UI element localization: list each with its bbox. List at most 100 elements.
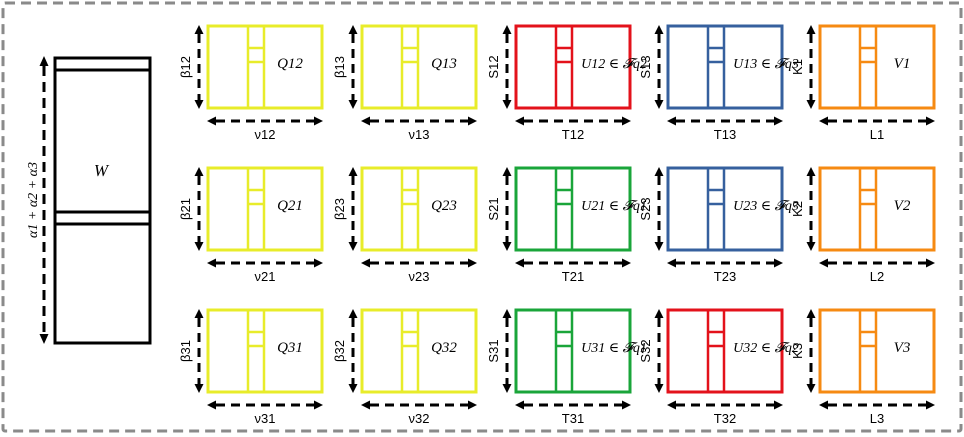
width-label: ν23 [409, 269, 430, 284]
arrowhead-right-icon [622, 258, 631, 268]
arrowhead-left-icon [515, 258, 524, 268]
arrowhead-down-icon [502, 242, 512, 251]
arrowhead-up-icon [806, 25, 816, 34]
submatrix-block: Q13 β13 ν13 [332, 24, 478, 142]
block-label: U31 ∈ 𝓕q1 [581, 341, 647, 356]
block-label: Q32 [431, 340, 457, 356]
arrowhead-down-icon [348, 100, 358, 109]
arrowhead-down-icon [806, 242, 816, 251]
height-label: S12 [486, 55, 501, 78]
height-label: S31 [486, 339, 501, 362]
block-label: Q21 [277, 198, 303, 214]
height-label: β32 [332, 340, 347, 362]
w-matrix: W α1 + α2 + α3 [26, 56, 152, 345]
width-label: T12 [562, 127, 584, 142]
block-label: Q13 [431, 56, 457, 72]
width-label: ν32 [409, 411, 430, 426]
width-label: T13 [714, 127, 736, 142]
width-label: ν21 [255, 269, 276, 284]
height-label: S23 [638, 197, 653, 220]
arrowhead-down-icon [806, 100, 816, 109]
arrowhead-right-icon [314, 116, 323, 126]
arrowhead-up-icon [194, 309, 204, 318]
arrowhead-down-icon [39, 334, 49, 344]
arrowhead-right-icon [926, 258, 935, 268]
height-label: S13 [638, 55, 653, 78]
height-label: β13 [332, 56, 347, 78]
block-label: U21 ∈ 𝓕q1 [581, 199, 647, 214]
arrowhead-down-icon [654, 100, 664, 109]
arrowhead-left-icon [207, 400, 216, 410]
arrowhead-right-icon [468, 400, 477, 410]
arrowhead-down-icon [348, 384, 358, 393]
width-label: L1 [870, 127, 884, 142]
arrowhead-right-icon [622, 400, 631, 410]
height-label: β23 [332, 198, 347, 220]
arrowhead-right-icon [774, 116, 783, 126]
block-label: U13 ∈ 𝓕q3 [733, 57, 799, 72]
width-label: L3 [870, 411, 884, 426]
block-label: U23 ∈ 𝓕q3 [733, 199, 799, 214]
arrowhead-left-icon [361, 116, 370, 126]
block-label: Q31 [277, 340, 303, 356]
height-label: β21 [178, 198, 193, 220]
submatrix-block: Q21 β21 ν21 [178, 166, 324, 284]
width-label: ν13 [409, 127, 430, 142]
arrowhead-down-icon [654, 242, 664, 251]
width-label: T23 [714, 269, 736, 284]
arrowhead-down-icon [194, 100, 204, 109]
arrowhead-left-icon [515, 116, 524, 126]
arrowhead-right-icon [622, 116, 631, 126]
width-label: ν31 [255, 411, 276, 426]
arrowhead-right-icon [774, 400, 783, 410]
arrowhead-left-icon [207, 258, 216, 268]
arrowhead-up-icon [502, 25, 512, 34]
width-label: L2 [870, 269, 884, 284]
arrowhead-down-icon [502, 384, 512, 393]
arrowhead-down-icon [348, 242, 358, 251]
submatrix-block: Q23 β23 ν23 [332, 166, 478, 284]
height-label: K3 [790, 343, 805, 359]
block-label: Q12 [277, 56, 303, 72]
height-label: K1 [790, 59, 805, 75]
arrowhead-up-icon [806, 309, 816, 318]
block-label: V1 [894, 56, 911, 72]
arrowhead-down-icon [502, 100, 512, 109]
arrowhead-left-icon [819, 116, 828, 126]
arrowhead-up-icon [654, 309, 664, 318]
arrowhead-down-icon [806, 384, 816, 393]
arrowhead-left-icon [667, 116, 676, 126]
arrowhead-right-icon [926, 400, 935, 410]
block-label: U32 ∈ 𝓕q2 [733, 341, 799, 356]
w-matrix-label: W [94, 161, 110, 180]
width-label: T32 [714, 411, 736, 426]
arrowhead-up-icon [348, 309, 358, 318]
arrowhead-up-icon [654, 167, 664, 176]
block-label: Q23 [431, 198, 457, 214]
height-label: β31 [178, 340, 193, 362]
height-label: β12 [178, 56, 193, 78]
width-label: T21 [562, 269, 584, 284]
arrowhead-up-icon [654, 25, 664, 34]
arrowhead-right-icon [774, 258, 783, 268]
arrowhead-right-icon [468, 116, 477, 126]
arrowhead-up-icon [502, 309, 512, 318]
submatrix-block: Q32 β32 ν32 [332, 308, 478, 426]
arrowhead-left-icon [819, 400, 828, 410]
arrowhead-right-icon [314, 400, 323, 410]
arrowhead-right-icon [926, 116, 935, 126]
height-label: S21 [486, 197, 501, 220]
arrowhead-up-icon [194, 167, 204, 176]
height-label: K2 [790, 201, 805, 217]
